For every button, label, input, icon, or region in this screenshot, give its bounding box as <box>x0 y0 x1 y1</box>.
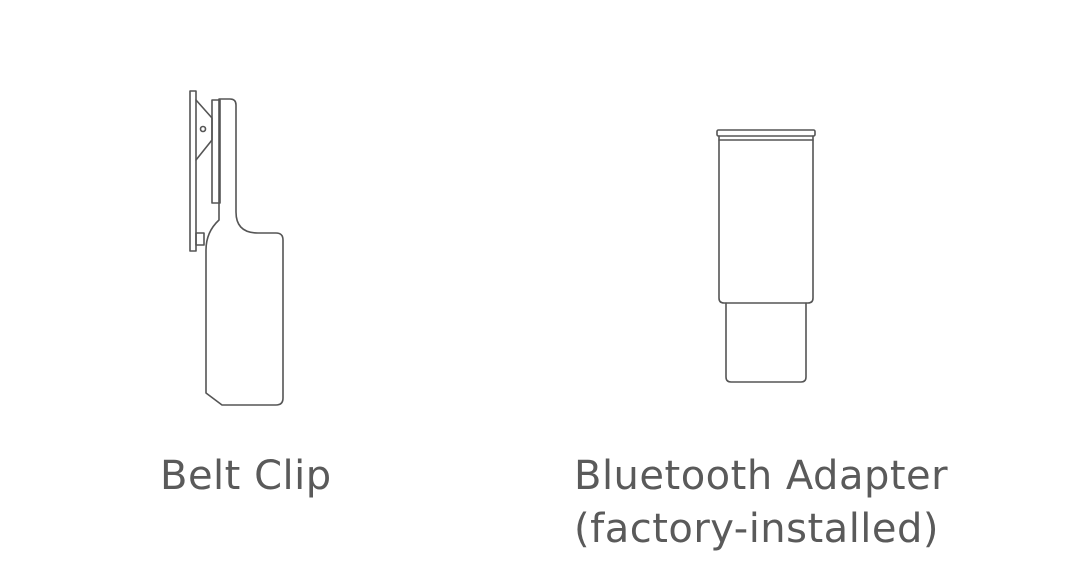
bluetooth-adapter-caption-line1: Bluetooth Adapter <box>574 453 949 499</box>
bluetooth-adapter-icon <box>716 129 816 383</box>
bluetooth-adapter-item: Bluetooth Adapter (factory-installed) <box>540 0 1080 584</box>
belt-clip-caption: Belt Clip <box>160 453 332 499</box>
belt-clip-icon <box>189 90 284 406</box>
belt-clip-item: Belt Clip <box>160 90 332 499</box>
bluetooth-adapter-caption-line2: (factory-installed) <box>574 506 940 552</box>
